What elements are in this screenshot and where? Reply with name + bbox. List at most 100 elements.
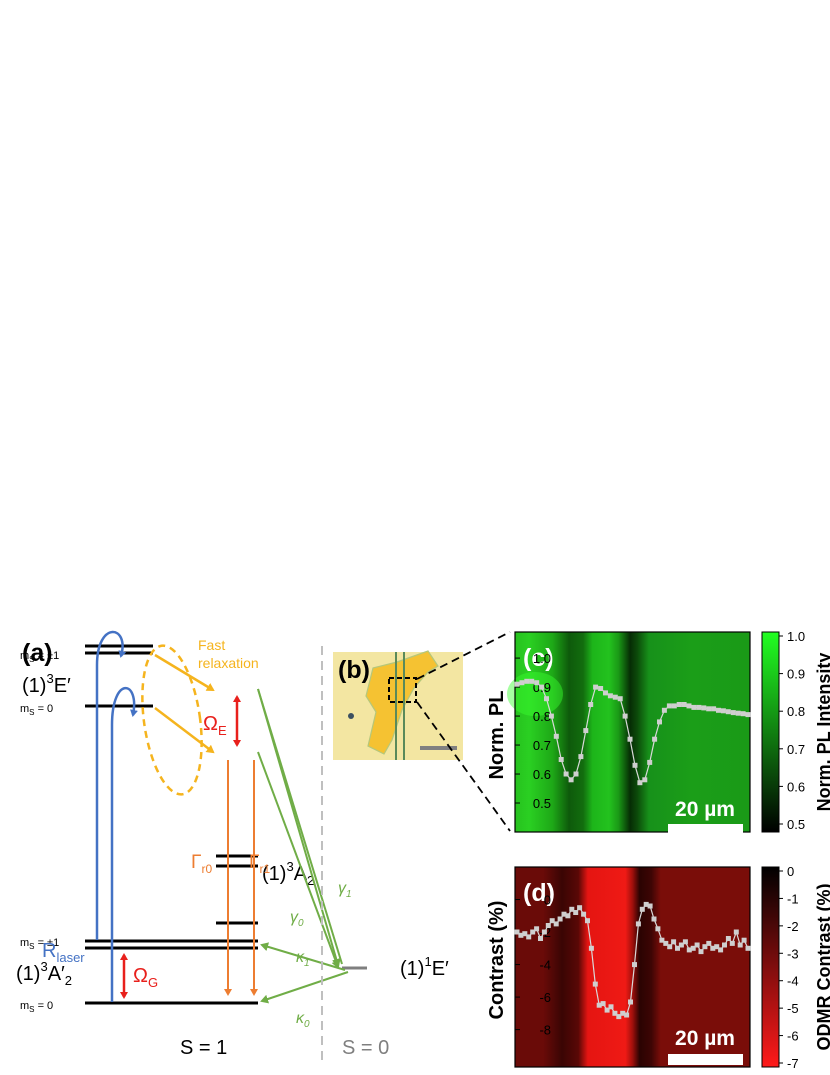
odmr-colorbar-label: ODMR Contrast (%) bbox=[814, 884, 830, 1051]
fast-arrow-2 bbox=[154, 707, 215, 754]
profile-point bbox=[622, 713, 628, 719]
profile-point bbox=[676, 702, 682, 707]
profile-point bbox=[616, 1014, 622, 1020]
profile-point bbox=[729, 940, 735, 946]
profile-point bbox=[682, 939, 688, 945]
colorbar-tick-label: 0.6 bbox=[787, 779, 805, 794]
y-tick-label: 0.7 bbox=[533, 738, 551, 753]
profile-point bbox=[632, 962, 637, 968]
profile-point bbox=[632, 762, 638, 768]
y-tick-label: -4 bbox=[539, 958, 551, 973]
profile-point bbox=[637, 780, 643, 786]
profile-point bbox=[545, 923, 551, 928]
profile-point bbox=[561, 911, 567, 917]
kappa1-arrow bbox=[260, 942, 346, 971]
profile-point bbox=[593, 684, 599, 690]
omega-e-label: ΩE bbox=[203, 713, 227, 738]
profile-point bbox=[548, 713, 554, 719]
profile-point bbox=[696, 704, 702, 710]
profile-point bbox=[558, 757, 564, 762]
profile-point bbox=[530, 929, 536, 935]
profile-point bbox=[691, 704, 697, 710]
profile-point bbox=[681, 702, 687, 707]
y-tick-label: 0.6 bbox=[533, 767, 551, 782]
kappa1-label: κ1 bbox=[296, 949, 310, 969]
odmr-scalebar-label: 20 µm bbox=[675, 1027, 735, 1050]
profile-point bbox=[588, 702, 594, 707]
colorbar-tick-label: 0.9 bbox=[787, 667, 805, 682]
profile-point bbox=[617, 696, 623, 702]
kappa0-label: κ0 bbox=[296, 1010, 310, 1030]
profile-point bbox=[718, 947, 724, 953]
profile-point bbox=[578, 754, 584, 760]
panel-b-label: (b) bbox=[338, 656, 370, 684]
pl-map bbox=[515, 632, 750, 832]
gamma-r1-label: Γr1 bbox=[249, 852, 270, 876]
gamma0-arrow bbox=[257, 751, 341, 969]
laser-arrow-1 bbox=[95, 630, 127, 940]
profile-point bbox=[710, 945, 716, 951]
profile-point bbox=[514, 681, 520, 687]
profile-point bbox=[686, 947, 692, 953]
profile-point bbox=[663, 940, 669, 946]
pl-colorbar-ticks: 1.00.90.80.70.60.5 bbox=[779, 629, 805, 832]
odmr-colorbar bbox=[761, 866, 780, 1068]
state-3A2: (1)3A2 bbox=[262, 859, 314, 888]
label-es-0: mS = 0 bbox=[20, 703, 53, 717]
profile-point bbox=[603, 690, 608, 696]
profile-point bbox=[701, 705, 707, 711]
gamma1-arrow bbox=[257, 688, 341, 967]
profile-point bbox=[678, 942, 684, 948]
profile-point bbox=[698, 949, 704, 955]
panel-a: (a) mS = ±1 mS = 0 mS = ±1 mS = 0 (1)3E′… bbox=[16, 630, 449, 1062]
profile-point bbox=[740, 711, 746, 717]
colorbar-tick-label: -1 bbox=[787, 891, 799, 906]
profile-point bbox=[714, 944, 720, 950]
pl-colorbar bbox=[761, 631, 780, 833]
micrograph-particle bbox=[348, 713, 354, 719]
profile-point bbox=[671, 703, 677, 709]
zoom-line-bottom bbox=[416, 701, 511, 832]
profile-point bbox=[720, 708, 726, 714]
profile-point bbox=[541, 929, 547, 935]
profile-point bbox=[647, 903, 653, 909]
profile-point bbox=[686, 703, 692, 709]
profile-point bbox=[573, 910, 579, 915]
colorbar-tick-label: -2 bbox=[787, 919, 799, 934]
r-laser-label: Rlaser bbox=[42, 940, 85, 965]
profile-point bbox=[702, 944, 708, 950]
panel-b: (b) bbox=[333, 631, 511, 832]
pl-scalebar-label: 20 µm bbox=[675, 798, 735, 821]
profile-point bbox=[730, 710, 736, 716]
profile-point bbox=[592, 981, 598, 987]
profile-point bbox=[598, 686, 604, 691]
profile-point bbox=[585, 918, 590, 924]
pl-colorbar-label: Norm. PL Intensity bbox=[814, 653, 830, 812]
colorbar-tick-label: -6 bbox=[787, 1029, 799, 1044]
profile-point bbox=[612, 694, 618, 700]
profile-point bbox=[694, 942, 700, 948]
colorbar-tick-label: 0.7 bbox=[787, 742, 805, 757]
profile-point bbox=[627, 736, 633, 742]
profile-point bbox=[569, 906, 575, 912]
profile-point bbox=[553, 733, 559, 739]
profile-point bbox=[635, 921, 641, 927]
profile-point bbox=[745, 712, 751, 718]
state-1E: (1)1E′ bbox=[400, 954, 449, 980]
profile-point bbox=[725, 936, 731, 941]
profile-point bbox=[671, 939, 677, 945]
profile-point bbox=[741, 937, 747, 943]
profile-point bbox=[526, 934, 532, 940]
profile-point bbox=[588, 945, 594, 951]
colorbar-tick-label: 1.0 bbox=[787, 629, 805, 644]
profile-point bbox=[745, 945, 751, 951]
zoom-box bbox=[388, 677, 417, 703]
label-gs-0: mS = 0 bbox=[20, 1000, 53, 1014]
profile-point bbox=[553, 921, 559, 927]
zoom-line-top bbox=[416, 631, 511, 680]
y-tick-label: 0.5 bbox=[533, 796, 551, 811]
y-tick-label: 0 bbox=[544, 893, 551, 908]
profile-point bbox=[573, 771, 579, 777]
panel-a-label: (a) bbox=[22, 639, 53, 667]
